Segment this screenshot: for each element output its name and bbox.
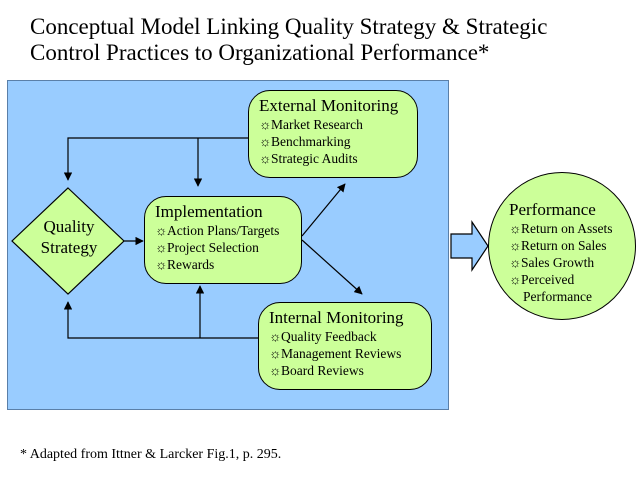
internal-monitoring-item: ☼Board Reviews — [269, 363, 364, 378]
bullet-icon: ☼ — [269, 363, 282, 378]
bullet-icon: ☼ — [155, 257, 168, 272]
bullet-icon: ☼ — [259, 117, 272, 132]
internal-monitoring-heading: Internal Monitoring — [269, 308, 404, 327]
bullet-icon: ☼ — [259, 134, 272, 149]
bullet-icon: ☼ — [509, 255, 522, 270]
internal-monitoring-item: ☼Quality Feedback — [269, 329, 377, 344]
bullet-icon: ☼ — [509, 221, 522, 236]
arrow-internal-to-quality — [63, 301, 258, 339]
implementation-item: ☼Action Plans/Targets — [155, 223, 280, 238]
external-monitoring-heading: External Monitoring — [259, 96, 399, 115]
performance-item: ☼Return on Sales — [509, 238, 607, 253]
performance-item-continuation: Performance — [523, 289, 592, 304]
implementation-item: ☼Rewards — [155, 257, 215, 272]
external-monitoring-item: ☼Benchmarking — [259, 134, 351, 149]
external-monitoring-box: External Monitoring ☼Market Research ☼Be… — [248, 90, 418, 178]
title-line-2: Control Practices to Organizational Perf… — [30, 40, 490, 65]
external-monitoring-item: ☼Strategic Audits — [259, 151, 358, 166]
performance-heading: Performance — [509, 200, 596, 219]
bullet-icon: ☼ — [155, 223, 168, 238]
performance-item: ☼Sales Growth — [509, 255, 595, 270]
implementation-item: ☼Project Selection — [155, 240, 259, 255]
quality-strategy-label: Quality Strategy — [40, 217, 98, 257]
bullet-icon: ☼ — [155, 240, 168, 255]
bullet-icon: ☼ — [509, 272, 522, 287]
performance-item: ☼Return on Assets — [509, 221, 613, 236]
performance-item: ☼Perceived — [509, 272, 575, 287]
arrow-external-to-quality — [63, 137, 250, 181]
bullet-icon: ☼ — [269, 346, 282, 361]
bullet-icon: ☼ — [269, 329, 282, 344]
quality-strategy-diamond — [11, 187, 125, 295]
arrow-implementation-to-external — [301, 183, 346, 237]
diagram-title: Conceptual Model Linking Quality Strateg… — [30, 14, 630, 66]
bullet-icon: ☼ — [259, 151, 272, 166]
external-monitoring-item: ☼Market Research — [259, 117, 363, 132]
implementation-heading: Implementation — [155, 202, 263, 221]
internal-monitoring-box: Internal Monitoring ☼Quality Feedback ☼M… — [258, 302, 432, 390]
block-arrow-to-performance — [450, 220, 489, 272]
bullet-icon: ☼ — [509, 238, 522, 253]
arrow-implementation-to-internal — [301, 239, 363, 295]
internal-monitoring-item: ☼Management Reviews — [269, 346, 402, 361]
implementation-box: Implementation ☼Action Plans/Targets ☼Pr… — [144, 196, 302, 284]
title-line-1: Conceptual Model Linking Quality Strateg… — [30, 14, 548, 39]
footnote: * Adapted from Ittner & Larcker Fig.1, p… — [20, 447, 282, 462]
performance-circle: Performance ☼Return on Assets ☼Return on… — [488, 172, 636, 320]
